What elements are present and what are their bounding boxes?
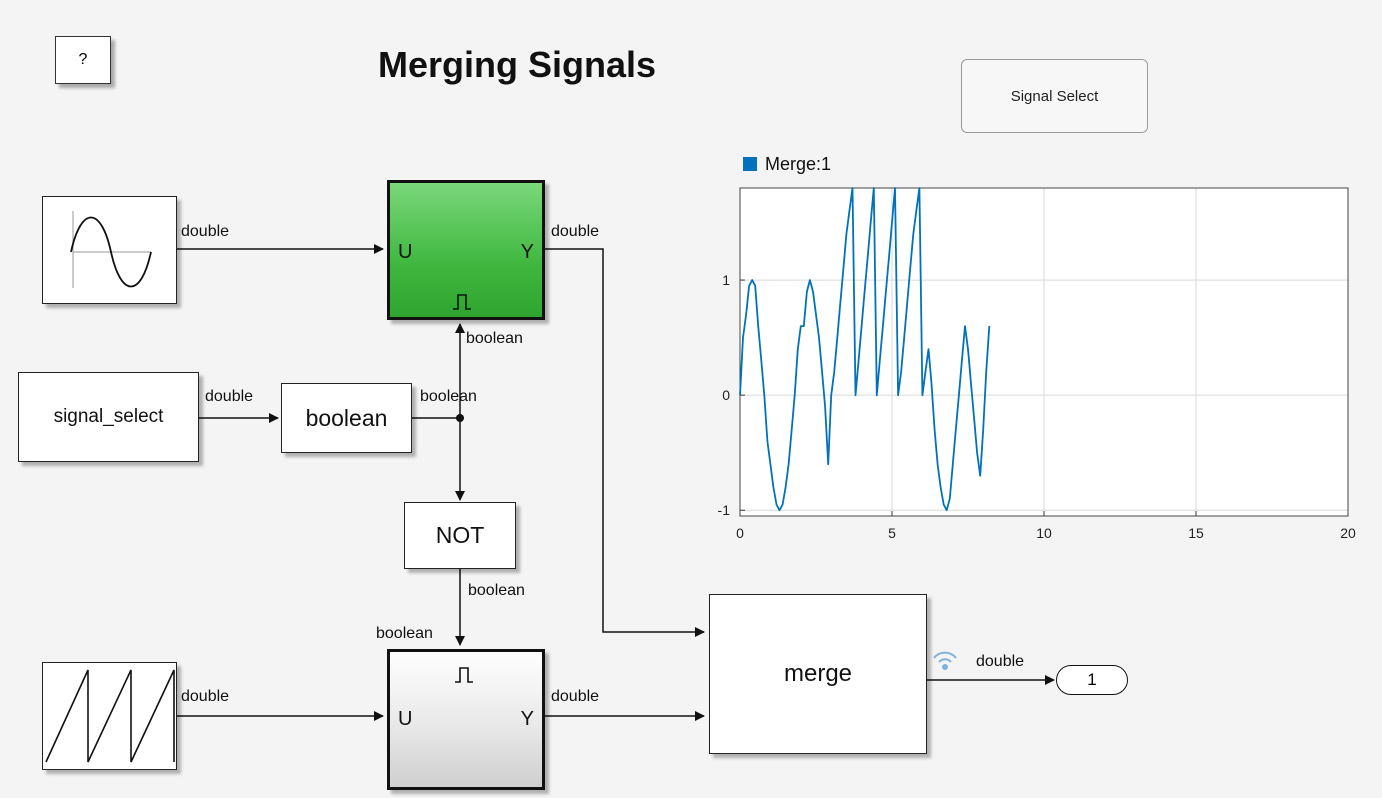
wire-sub-top-out[interactable] (545, 248, 705, 637)
branch-point (456, 414, 464, 422)
outport-block[interactable]: 1 (1056, 665, 1128, 695)
x-tick-label: 5 (888, 525, 896, 541)
signal-label: double (181, 688, 230, 705)
x-tick-label: 15 (1188, 525, 1204, 541)
signal-label: boolean (466, 330, 523, 347)
help-button[interactable]: ? (55, 36, 111, 84)
sawtooth-wave-icon (45, 669, 175, 763)
legend-swatch (743, 157, 757, 171)
signal-logging-icon[interactable] (931, 648, 959, 674)
signal-label: boolean (468, 582, 525, 599)
signal-label: boolean (420, 388, 477, 405)
y-tick-label: 1 (722, 272, 730, 288)
signal-label: double (205, 388, 254, 405)
inport-label: U (398, 708, 413, 730)
enable-pulse-icon (455, 667, 473, 683)
merge-block[interactable]: merge (709, 594, 927, 754)
outport-label: Y (520, 241, 534, 263)
sawtooth-wave-block[interactable] (42, 662, 177, 770)
signal-select-button[interactable]: Signal Select (961, 59, 1148, 133)
legend-label: Merge:1 (765, 154, 832, 174)
y-tick-label: -1 (718, 502, 731, 518)
signal-label: double (181, 223, 230, 240)
y-tick-label: 0 (722, 387, 730, 403)
signal-label: double (976, 653, 1025, 670)
sine-wave-icon (70, 211, 152, 288)
plot-frame (739, 187, 1349, 517)
signal-label: double (551, 223, 600, 240)
not-block[interactable]: NOT (404, 502, 516, 569)
inport-label: U (398, 241, 413, 263)
x-tick-label: 20 (1340, 525, 1356, 541)
outport-label: Y (520, 708, 534, 730)
enabled-subsystem-bottom[interactable]: U Y (387, 649, 545, 790)
x-tick-label: 0 (736, 525, 744, 541)
dashboard-scope-chart[interactable]: 0 5 10 15 20 -1 0 1 (700, 180, 1370, 550)
x-tick-label: 10 (1036, 525, 1052, 541)
sine-wave-block[interactable] (42, 196, 177, 304)
signal-label: boolean (376, 625, 433, 642)
series-line-merge (739, 187, 991, 512)
signal-label: double (551, 688, 600, 705)
page-title: Merging Signals (378, 44, 657, 85)
enabled-subsystem-top[interactable]: U Y (387, 180, 545, 320)
signal-select-block[interactable]: signal_select (18, 372, 199, 462)
boolean-conversion-block[interactable]: boolean (281, 383, 412, 453)
enable-pulse-icon (453, 294, 471, 310)
